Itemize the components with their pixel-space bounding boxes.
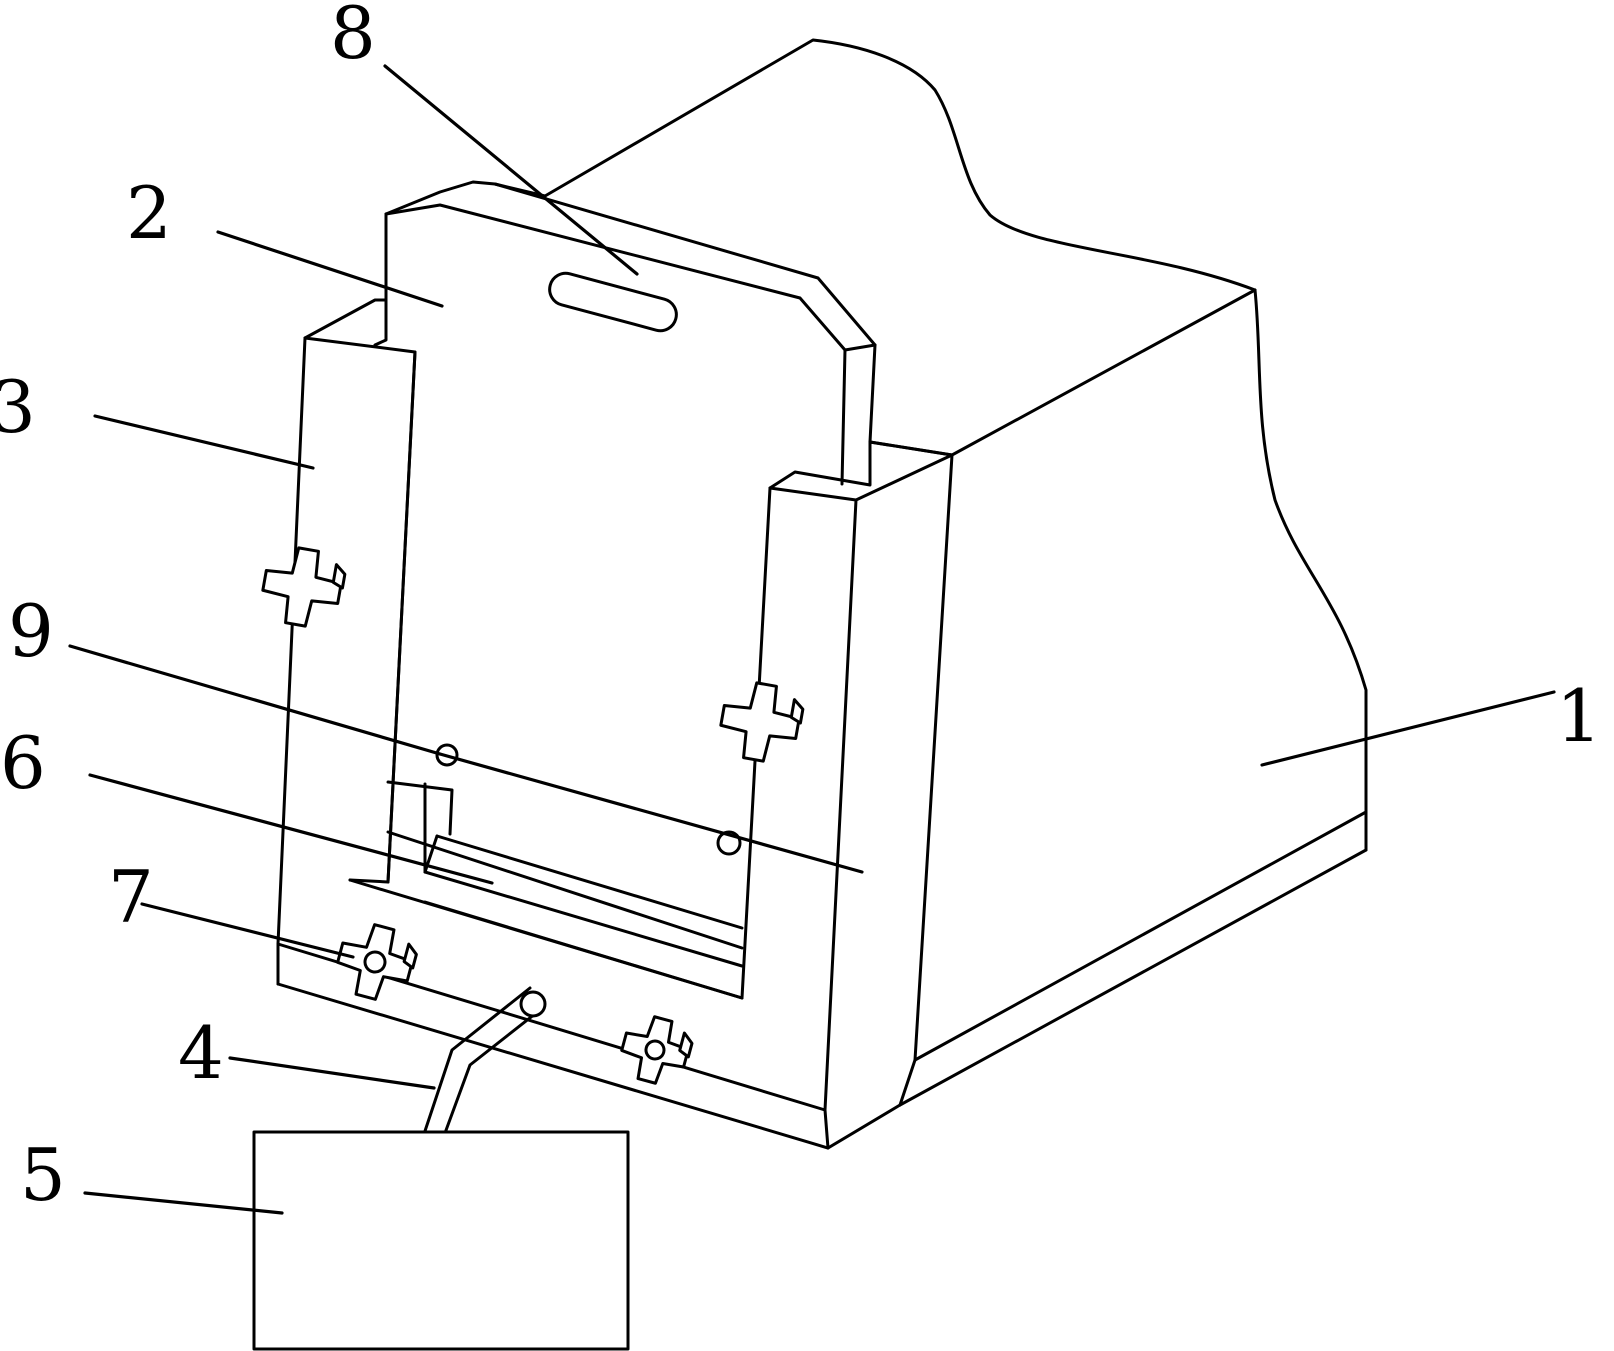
knob-base-right xyxy=(620,1015,694,1085)
label-3: 3 xyxy=(0,365,36,449)
reference-labels: 1 2 3 4 5 6 7 8 9 xyxy=(0,0,1602,1217)
box xyxy=(252,1130,630,1351)
label-2: 2 xyxy=(126,171,172,255)
inner-base xyxy=(386,780,744,1000)
label-4: 4 xyxy=(178,1011,224,1095)
panel-slot xyxy=(548,271,678,333)
knob-base-left xyxy=(336,923,418,1001)
frame xyxy=(276,298,954,1150)
knob-frame-left xyxy=(261,546,347,628)
label-9: 9 xyxy=(8,589,54,673)
panel xyxy=(373,180,877,486)
label-6: 6 xyxy=(0,721,46,805)
pipe xyxy=(423,986,547,1135)
label-8: 8 xyxy=(330,0,376,75)
leader-lines xyxy=(68,64,1556,1215)
knob-frame-right xyxy=(719,681,805,763)
label-1: 1 xyxy=(1556,674,1602,758)
main-body xyxy=(543,38,1368,1107)
label-7: 7 xyxy=(108,855,154,939)
label-5: 5 xyxy=(20,1133,66,1217)
